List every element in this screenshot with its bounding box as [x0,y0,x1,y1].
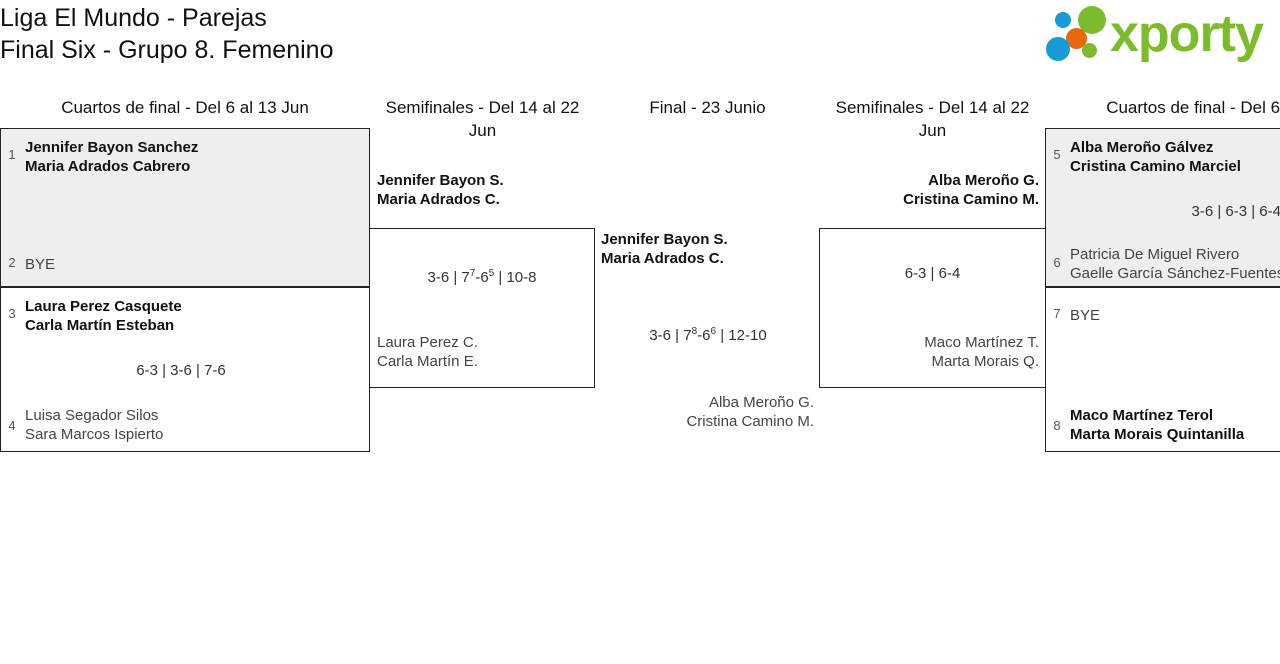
team-name: Alba Meroño Gálvez Cristina Camino Marci… [1070,139,1241,175]
logo-wordmark: xporty [1110,5,1264,63]
match-score: 3-6 | 6-3 | 6-4 [1191,203,1280,220]
page-title: Liga El Mundo - Parejas Final Six - Grup… [0,4,334,64]
round-header-quarterfinals-right: Cuartos de final - Del 6 al 13 Jun [1106,98,1280,117]
seed-number: 2 [8,255,16,270]
match-score: 6-3 | 3-6 | 7-6 [136,362,226,379]
match-sf-left[interactable]: 3-6 | 77-65 | 10-8 [369,228,595,388]
team-name: Patricia De Miguel Rivero Gaelle García … [1070,246,1280,282]
team-name: BYE [25,256,56,273]
team-name-sf-right-top: Alba Meroño G. Cristina Camino M. [903,172,1039,208]
seed-number: 3 [8,306,16,321]
round-header-semifinals-left: Semifinales - Del 14 al 22 Jun [385,98,580,140]
match-qf-right-2[interactable]: 7 BYE 8 Maco Martínez Terol Marta Morais… [1045,287,1280,452]
team-name-final-bottom: Alba Meroño G. Cristina Camino M. [686,394,814,430]
seed-number: 1 [8,147,16,162]
match-qf-right-1[interactable]: 5 Alba Meroño Gálvez Cristina Camino Mar… [1045,128,1280,287]
round-header-semifinals-right: Semifinales - Del 14 al 22 Jun [835,98,1030,140]
match-score: 6-3 | 6-4 [904,265,961,282]
match-qf-left-2[interactable]: 3 Laura Perez Casquete Carla Martín Este… [0,287,370,452]
team-name: BYE [1070,307,1101,324]
team-name: Laura Perez Casquete Carla Martín Esteba… [25,298,182,334]
logo-dots [1040,4,1118,68]
team-name: Maco Martínez Terol Marta Morais Quintan… [1070,407,1245,443]
seed-number: 7 [1053,306,1061,321]
match-sf-right[interactable]: 6-3 | 6-4 [819,228,1046,388]
team-name: Jennifer Bayon Sanchez Maria Adrados Cab… [25,139,199,175]
seed-number: 6 [1053,255,1061,270]
xporty-logo[interactable]: xporty [1040,4,1272,68]
team-name-sf-right-bottom: Maco Martínez T. Marta Morais Q. [924,334,1039,370]
match-score: 3-6 | 77-65 | 10-8 [427,268,537,286]
logo-dot-orange-icon [1066,28,1087,49]
team-name: Luisa Segador Silos Sara Marcos Ispierto [25,407,164,443]
team-name-final-top: Jennifer Bayon S. Maria Adrados C. [601,231,728,267]
logo-dot-blue-small-icon [1055,12,1071,28]
seed-number: 4 [8,418,16,433]
match-qf-left-1[interactable]: 1 Jennifer Bayon Sanchez Maria Adrados C… [0,128,370,287]
seed-number: 5 [1053,147,1061,162]
team-name-sf-left-bottom: Laura Perez C. Carla Martín E. [377,334,478,370]
logo-dot-green-small-icon [1082,43,1097,58]
round-header-final: Final - 23 Junio [649,98,766,117]
logo-dot-blue-large-icon [1046,37,1070,61]
round-header-quarterfinals-left: Cuartos de final - Del 6 al 13 Jun [61,98,309,117]
team-name-sf-left-top: Jennifer Bayon S. Maria Adrados C. [377,172,504,208]
seed-number: 8 [1053,418,1061,433]
match-score-final: 3-6 | 78-66 | 12-10 [649,326,767,344]
